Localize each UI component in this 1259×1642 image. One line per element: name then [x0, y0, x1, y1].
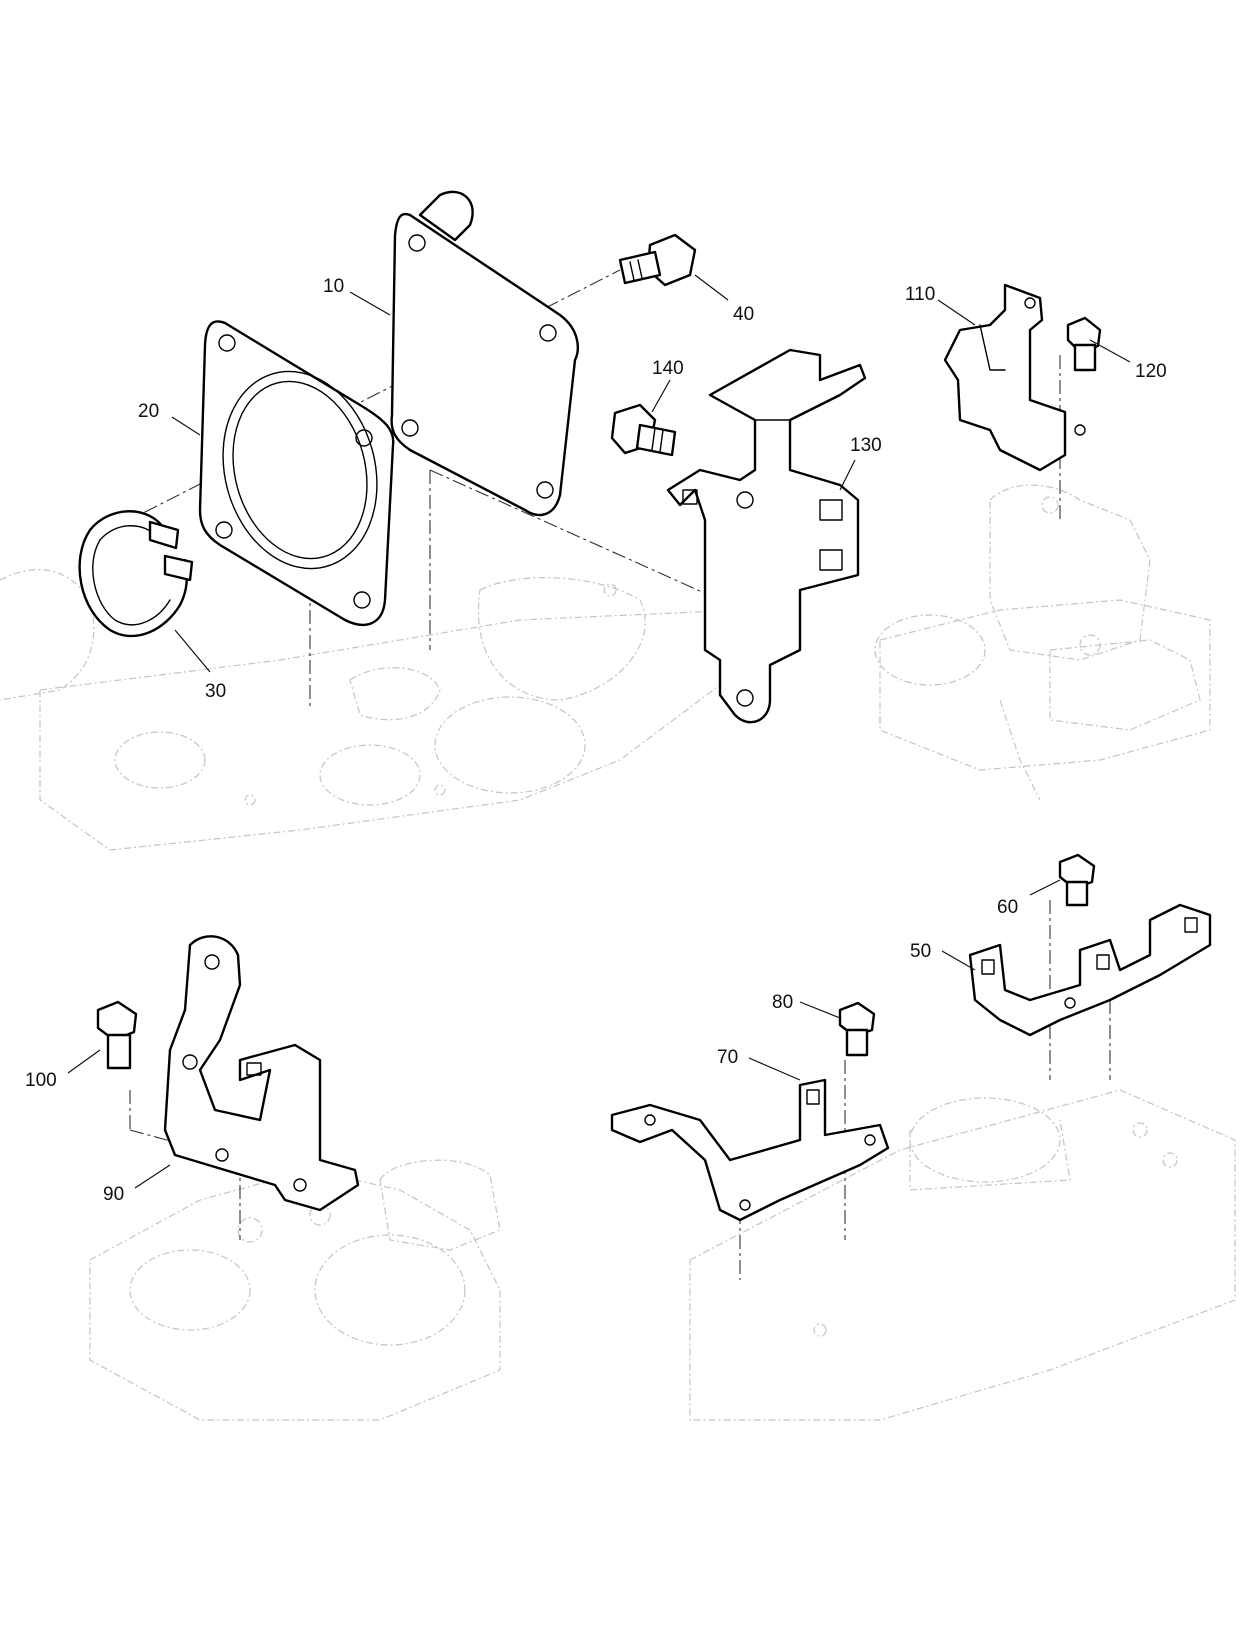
part-130-bracket	[666, 348, 867, 724]
callout-20: 20	[138, 401, 159, 422]
callout-90: 90	[103, 1184, 124, 1205]
callout-110: 110	[905, 284, 935, 305]
callout-120: 120	[1135, 361, 1167, 382]
part-70-bracket	[610, 1078, 890, 1222]
engine-block-ghost-top-left	[0, 569, 781, 851]
part-30-snap-ring	[78, 510, 194, 638]
part-40-bolt	[618, 233, 697, 287]
part-110-bracket	[943, 283, 1086, 472]
engine-block-ghost-top-right	[874, 484, 1211, 801]
callout-60: 60	[997, 897, 1018, 918]
callout-30: 30	[205, 681, 226, 702]
leader-lines	[67, 274, 1131, 1189]
callout-50: 50	[910, 941, 931, 962]
part-50-bracket	[968, 903, 1212, 1037]
part-100-bolt	[96, 1000, 138, 1070]
callout-labels: 10 20 30 40 50 60 70 80 90 100 110 120 1…	[25, 276, 1167, 1205]
part-20-gasket	[198, 320, 395, 627]
callout-100: 100	[25, 1070, 57, 1091]
callout-10: 10	[323, 276, 344, 297]
callout-70: 70	[717, 1047, 738, 1068]
part-60-bolt	[1058, 853, 1096, 907]
part-10-cover-plate	[390, 190, 579, 517]
callout-140: 140	[652, 358, 684, 379]
engine-block-ghost-bottom-right	[689, 1089, 1236, 1421]
part-140-bolt	[610, 403, 677, 457]
part-80-bolt	[838, 1001, 876, 1057]
callout-80: 80	[772, 992, 793, 1013]
callout-40: 40	[733, 304, 754, 325]
callout-130: 130	[850, 435, 882, 456]
part-90-bracket	[163, 935, 360, 1212]
part-120-bolt	[1066, 316, 1102, 372]
